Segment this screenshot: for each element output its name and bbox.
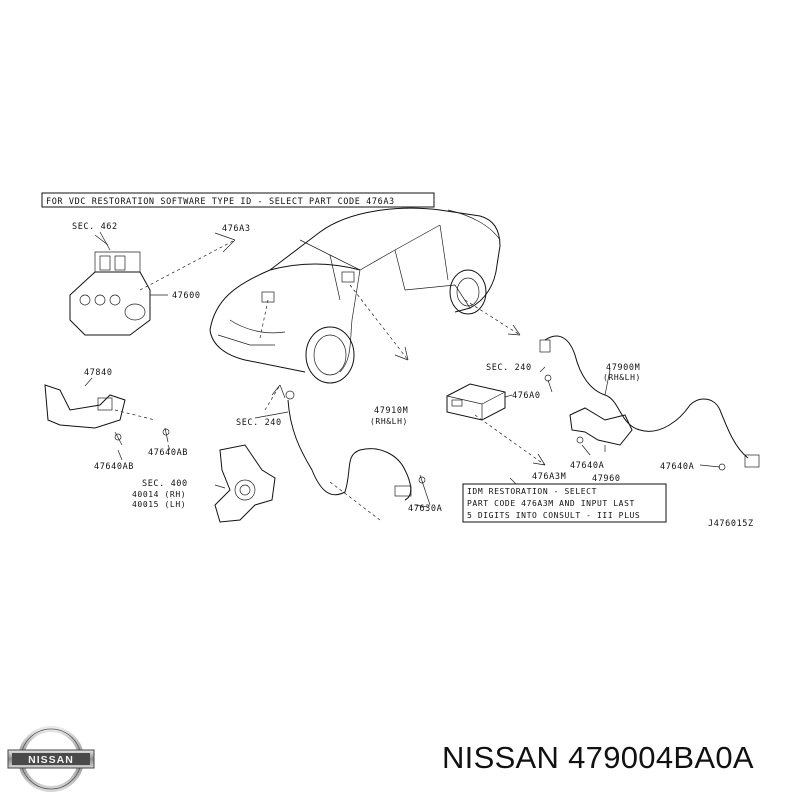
label-sec462: SEC. 462 [72,222,118,232]
label-47630a: 47630A [408,504,442,514]
front-sensor-harness [285,390,431,506]
label-40015: 40015 (LH) [132,500,186,509]
label-40014: 40014 (RH) [132,490,186,499]
label-47640a-a: 47640A [570,461,604,471]
label-476a0: 476A0 [512,391,541,401]
part-caption: NISSAN 479004BA0A [442,740,754,775]
header-note-box [41,192,435,208]
label-47640ab-a: 47640AB [94,462,134,472]
label-476a3m: 476A3M [532,472,566,482]
abs-actuator-unit [69,231,151,336]
bracket-47840 [44,384,170,446]
header-note: FOR VDC RESTORATION SOFTWARE TYPE ID - S… [46,197,395,207]
idm-note-line2: PART CODE 476A3M AND INPUT LAST [467,499,635,508]
label-rhlh-front: (RH&LH) [370,417,408,426]
diagram-reference: J476015Z [708,519,754,529]
label-47900m: 47900M [606,363,640,373]
label-rhlh-rear: (RH&LH) [603,373,641,382]
vehicle-outline [209,207,501,384]
label-47600: 47600 [172,291,201,301]
steering-knuckle [214,444,276,523]
label-sec240-front: SEC. 240 [236,418,282,428]
logo-text: NISSAN [28,754,74,766]
idm-note-line1: IDM RESTORATION - SELECT [467,487,597,496]
label-47840: 47840 [84,368,113,378]
leader-lines [84,232,721,521]
idm-module [446,383,506,421]
nissan-logo: NISSAN [7,726,95,792]
label-47640ab-b: 47640AB [148,448,188,458]
label-476a3: 476A3 [222,224,251,234]
label-sec400: SEC. 400 [142,479,188,489]
idm-note-box [462,483,667,523]
rear-sensor-harness [539,335,760,468]
idm-note-line3: 5 DIGITS INTO CONSULT - III PLUS [467,511,640,520]
label-47910m: 47910M [374,406,408,416]
label-sec240-rear: SEC. 240 [486,363,532,373]
label-47960: 47960 [592,474,621,484]
label-47640a-b: 47640A [660,462,694,472]
